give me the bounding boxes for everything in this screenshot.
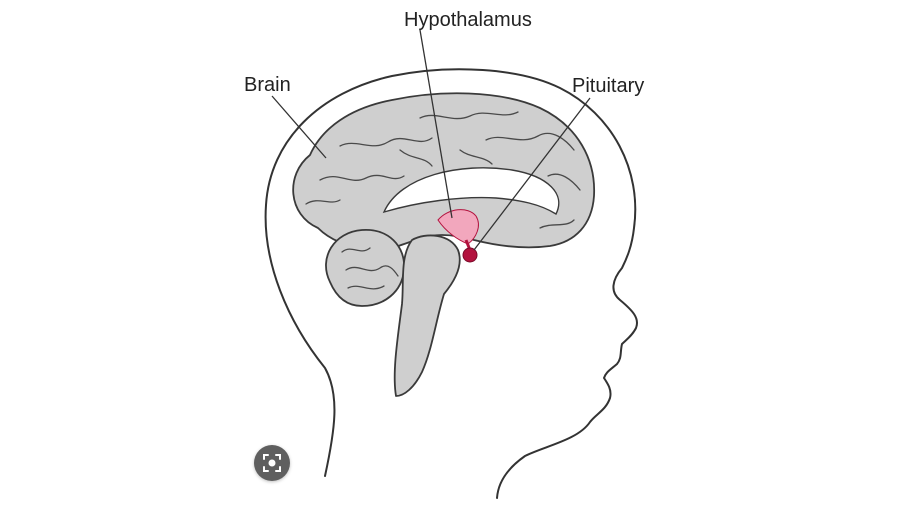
brainstem-shape <box>393 234 461 397</box>
brain-label: Brain <box>244 74 291 96</box>
cerebellum-shape <box>325 229 405 307</box>
hypothalamus-region <box>437 209 479 245</box>
visual-search-button[interactable] <box>254 445 290 481</box>
head-outline <box>264 68 638 499</box>
lens-icon <box>263 454 281 472</box>
pituitary-gland <box>462 247 478 263</box>
pituitary-label: Pituitary <box>572 75 644 97</box>
brain-gyri <box>305 111 581 290</box>
brain-leader-line <box>271 95 327 159</box>
hypothalamus-label: Hypothalamus <box>404 9 532 31</box>
pituitary-leader-line <box>473 97 591 251</box>
hypothalamus-leader-line <box>419 29 453 219</box>
